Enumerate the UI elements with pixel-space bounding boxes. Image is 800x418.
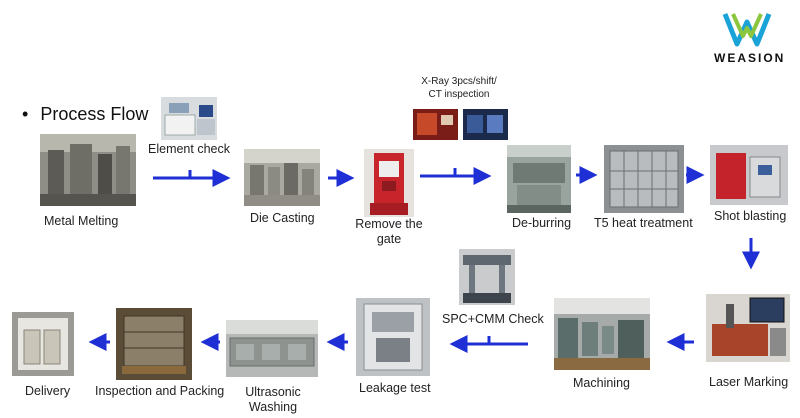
label-remove-gate-line1: Remove the bbox=[355, 217, 423, 231]
title-text: Process Flow bbox=[40, 104, 149, 124]
xray-photo-2 bbox=[463, 109, 508, 140]
label-spc-cmm: SPC+CMM Check bbox=[442, 312, 544, 326]
page-title: • Process Flow bbox=[22, 104, 148, 125]
remove-gate-photo bbox=[364, 149, 414, 217]
element-check-photo bbox=[161, 97, 217, 140]
label-shot-blasting: Shot blasting bbox=[714, 209, 787, 223]
label-ultrasonic-washing: Ultrasonic Washing bbox=[236, 385, 310, 415]
shot-blasting-photo bbox=[710, 145, 788, 205]
label-ultrasonic-line2: Washing bbox=[248, 400, 298, 414]
label-element-check: Element check bbox=[148, 142, 230, 156]
brand-name: WEASION bbox=[714, 51, 786, 65]
brand-logo bbox=[719, 8, 775, 50]
machining-photo bbox=[554, 298, 650, 370]
label-machining: Machining bbox=[573, 376, 630, 390]
label-remove-gate: Remove the gate bbox=[352, 217, 426, 247]
label-inspection-packing: Inspection and Packing bbox=[95, 384, 225, 398]
label-delivery: Delivery bbox=[25, 384, 71, 398]
label-xray: X-Ray 3pcs/shift/ CT inspection bbox=[410, 75, 508, 101]
label-ultrasonic-line1: Ultrasonic bbox=[245, 385, 301, 399]
label-xray-line1: X-Ray 3pcs/shift/ bbox=[421, 76, 497, 87]
label-remove-gate-line2: gate bbox=[376, 232, 402, 246]
inspection-packing-photo bbox=[116, 308, 192, 380]
label-leakage-test: Leakage test bbox=[359, 381, 431, 395]
laser-marking-photo bbox=[706, 294, 790, 362]
metal-melting-photo bbox=[40, 134, 136, 206]
leakage-test-photo bbox=[356, 298, 430, 376]
t5-heat-treatment-photo bbox=[604, 145, 684, 213]
die-casting-photo bbox=[244, 149, 320, 206]
label-xray-line2: CT inspection bbox=[428, 89, 490, 100]
bullet-icon: • bbox=[22, 104, 29, 124]
label-deburring: De-burring bbox=[512, 216, 572, 230]
xray-photo-1 bbox=[413, 109, 458, 140]
label-die-casting: Die Casting bbox=[250, 211, 315, 225]
delivery-photo bbox=[12, 312, 74, 376]
label-t5-heat-treatment: T5 heat treatment bbox=[594, 216, 693, 230]
ultrasonic-washing-photo bbox=[226, 320, 318, 377]
spc-cmm-photo bbox=[459, 249, 515, 305]
label-laser-marking: Laser Marking bbox=[709, 375, 789, 389]
label-metal-melting: Metal Melting bbox=[44, 214, 119, 228]
deburring-photo bbox=[507, 145, 571, 213]
